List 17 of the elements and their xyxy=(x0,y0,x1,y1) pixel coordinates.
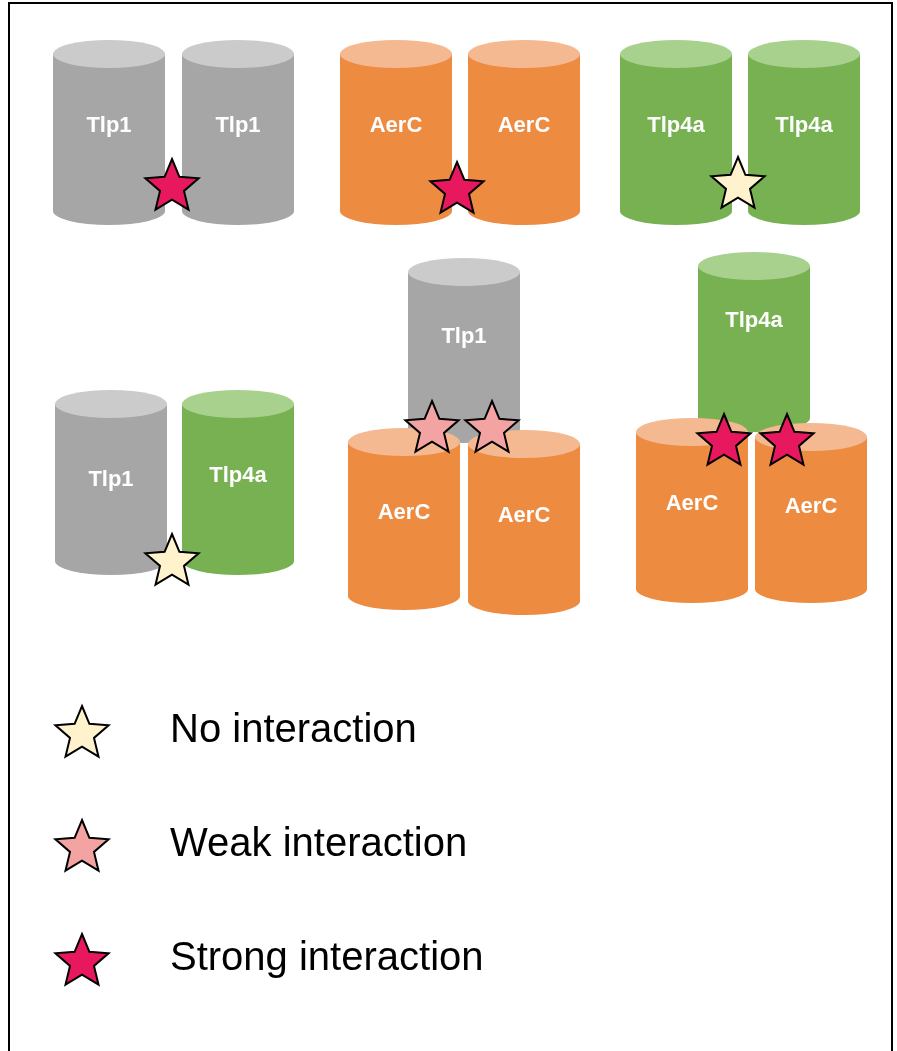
cylinder-label: AerC xyxy=(368,112,424,139)
cylinder-label: Tlp4a xyxy=(774,112,834,139)
cylinder-label: Tlp1 xyxy=(85,112,133,139)
legend-label: Strong interaction xyxy=(170,934,484,979)
cylinder-label: Tlp1 xyxy=(87,465,135,492)
cylinder-label: AerC xyxy=(496,502,552,529)
cylinder-label: Tlp1 xyxy=(440,322,488,349)
cylinder-label: AerC xyxy=(664,490,720,517)
cylinder-label: Tlp4a xyxy=(208,462,268,489)
cylinder-label: AerC xyxy=(783,492,839,519)
cylinder-label: Tlp1 xyxy=(214,112,262,139)
cylinder-label: Tlp4a xyxy=(646,112,706,139)
legend-label: No interaction xyxy=(170,706,417,751)
legend-label: Weak interaction xyxy=(170,820,468,865)
cylinder-label: Tlp4a xyxy=(724,307,784,334)
cylinder-label: AerC xyxy=(376,498,432,525)
cylinder-label: AerC xyxy=(496,112,552,139)
